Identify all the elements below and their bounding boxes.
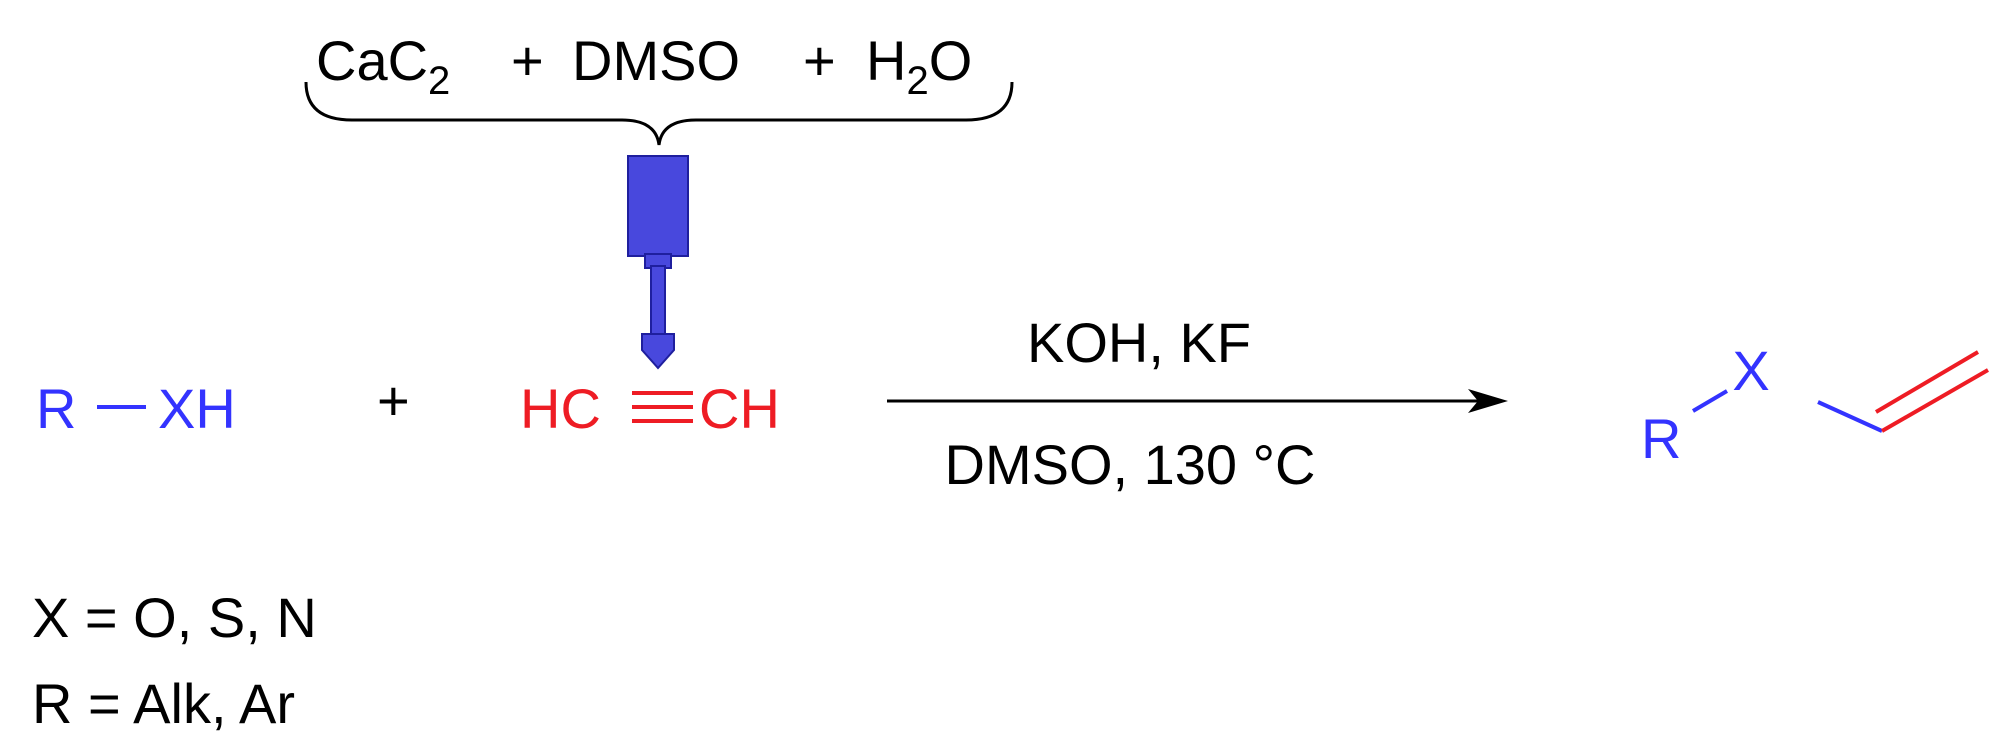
conditions-above: KOH, KF [1027,311,1251,374]
acetylene-ch: CH [699,377,780,440]
product-x: X [1732,339,1769,402]
in-situ-generation-label: CaC2 + DMSO + H2O [316,29,972,103]
svg-text:CaC2: CaC2 [316,29,450,103]
triple-bond [632,391,693,423]
product-structure: R X [1641,339,1989,470]
plus-sign-2: + [803,29,836,92]
reactant-xh: XH [158,377,236,440]
reactant-r-xh: R XH [36,377,236,440]
product-x-c-bond [1817,400,1883,433]
plus-sign-1: + [511,29,544,92]
svg-text:H2O: H2O [866,29,972,103]
plus-sign: + [377,369,410,432]
conditions-below: DMSO, 130 °C [945,433,1316,496]
product-r: R [1641,407,1681,470]
product-double-bond-outer [1881,368,1989,433]
calcium-carbide-subscript: 2 [428,59,450,103]
calcium-carbide: CaC [316,29,428,92]
reactant-r: R [36,377,76,440]
water-subscript: 2 [906,59,928,103]
curly-brace [304,81,1014,146]
acetylene: HC CH [520,377,780,440]
product-double-bond-inner [1874,350,1980,414]
note-x-definition: X = O, S, N [32,586,317,649]
acetylene-hc: HC [520,377,601,440]
dmso-label: DMSO [572,29,740,92]
syringe-icon [627,155,689,370]
note-r-definition: R = Alk, Ar [32,672,295,735]
reaction-arrow [887,389,1508,413]
water-h: H [866,29,906,92]
product-r-x-bond [1691,389,1729,413]
water-o: O [929,29,973,92]
